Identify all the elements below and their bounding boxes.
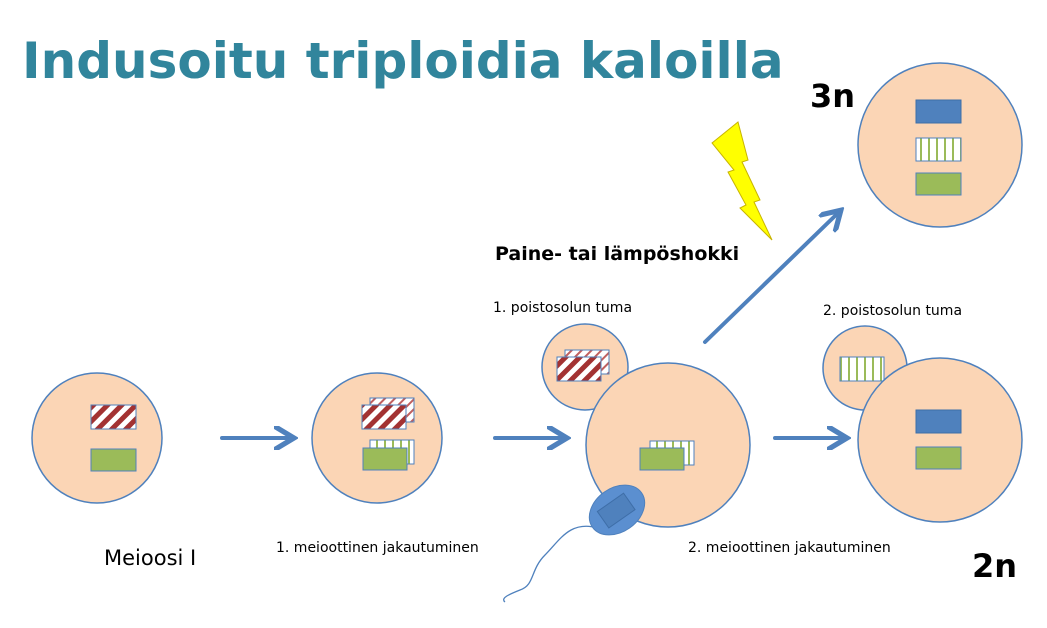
- cell-after-division-1: [311, 372, 443, 504]
- label-3n: 3n: [810, 77, 855, 115]
- label-meiosis-1: Meioosi I: [104, 546, 196, 570]
- label-division-1: 1. meioottinen jakautuminen: [276, 540, 479, 556]
- cell-diploid: [857, 357, 1023, 523]
- page-title: Indusoitu triploidia kaloilla: [22, 32, 784, 90]
- label-division-2: 2. meioottinen jakautuminen: [688, 540, 891, 556]
- cell-triploid: [857, 62, 1023, 228]
- label-polar-1: 1. poistosolun tuma: [493, 300, 632, 316]
- arrow-to-3n: [703, 213, 838, 344]
- cell-meiosis-1: [31, 372, 163, 504]
- arrows: [220, 213, 843, 438]
- label-2n: 2n: [972, 547, 1017, 585]
- chromosome-green: [90, 448, 137, 472]
- label-shock: Paine- tai lämpöshokki: [495, 243, 739, 265]
- label-polar-2: 2. poistosolun tuma: [823, 303, 962, 319]
- lightning-icon: [711, 121, 773, 241]
- sperm-icon: [503, 484, 646, 603]
- polar-body-1: [541, 323, 629, 411]
- chromosome-red: [90, 404, 137, 430]
